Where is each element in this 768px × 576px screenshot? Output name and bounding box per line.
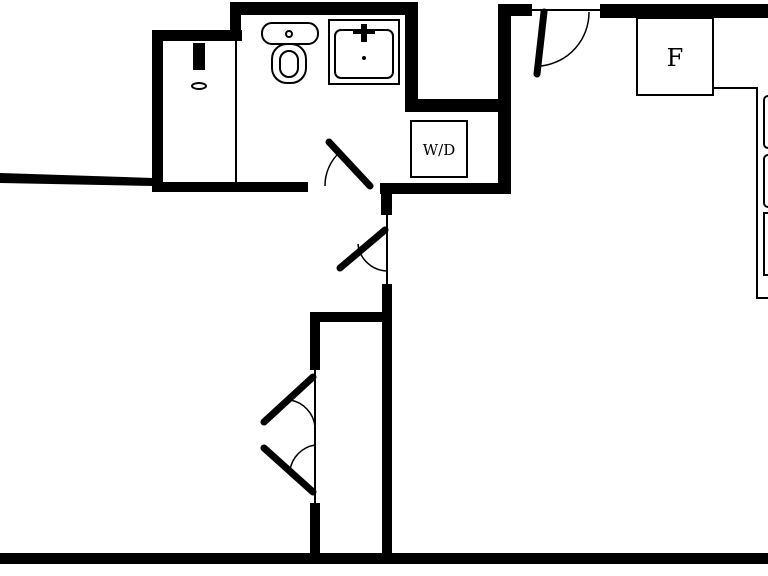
wall-partition xyxy=(382,284,392,559)
sink-drain xyxy=(362,56,366,60)
fridge: F xyxy=(636,17,714,96)
toilet-flush xyxy=(285,30,293,38)
washer-dryer-box xyxy=(410,120,468,178)
wall-bath-step xyxy=(230,2,241,41)
wall-closet-left-upper xyxy=(310,312,320,370)
door-swing-icon xyxy=(260,373,317,428)
drain-icon xyxy=(191,82,207,90)
fridge-box xyxy=(636,17,714,96)
counter-appliance-1 xyxy=(763,95,768,149)
wall-bath-bottom-right xyxy=(380,183,511,194)
door-swing-icon xyxy=(336,226,389,272)
kitchen-counter xyxy=(713,87,768,299)
door-swing-icon xyxy=(260,444,317,496)
sink-handle xyxy=(353,30,375,34)
wall-top-right xyxy=(600,4,768,18)
counter-appliance-3 xyxy=(763,212,768,276)
fridge-label: F xyxy=(667,44,684,72)
washer-dryer: W/D xyxy=(410,120,468,178)
wall-bath-right-upper xyxy=(405,2,418,110)
toilet-icon xyxy=(261,22,319,84)
walls xyxy=(0,2,768,564)
wall-bath-top xyxy=(230,2,418,15)
toilet-seat xyxy=(279,50,299,78)
doors xyxy=(260,8,590,496)
door-swing-icon xyxy=(533,8,590,78)
wall-partition-stub xyxy=(381,190,392,215)
shower-head-icon xyxy=(193,43,205,70)
wall-closet-left-lower xyxy=(310,503,320,558)
counter-outline xyxy=(713,87,768,299)
wall-left-top xyxy=(0,173,153,186)
washer-dryer-label: W/D xyxy=(423,141,456,159)
wall-bath-right xyxy=(498,4,511,193)
wall-top-door-left xyxy=(498,4,532,16)
shower xyxy=(191,43,207,90)
wall-bath-bottom-left xyxy=(152,182,308,192)
wall-bath-top-left xyxy=(152,30,242,41)
wall-bath-notch xyxy=(405,99,505,112)
door-swing-icon xyxy=(324,138,374,190)
wall-closet-top xyxy=(310,312,390,322)
counter-appliance-2 xyxy=(763,154,768,208)
sink-icon xyxy=(328,19,400,85)
wall-bath-left xyxy=(152,30,163,183)
